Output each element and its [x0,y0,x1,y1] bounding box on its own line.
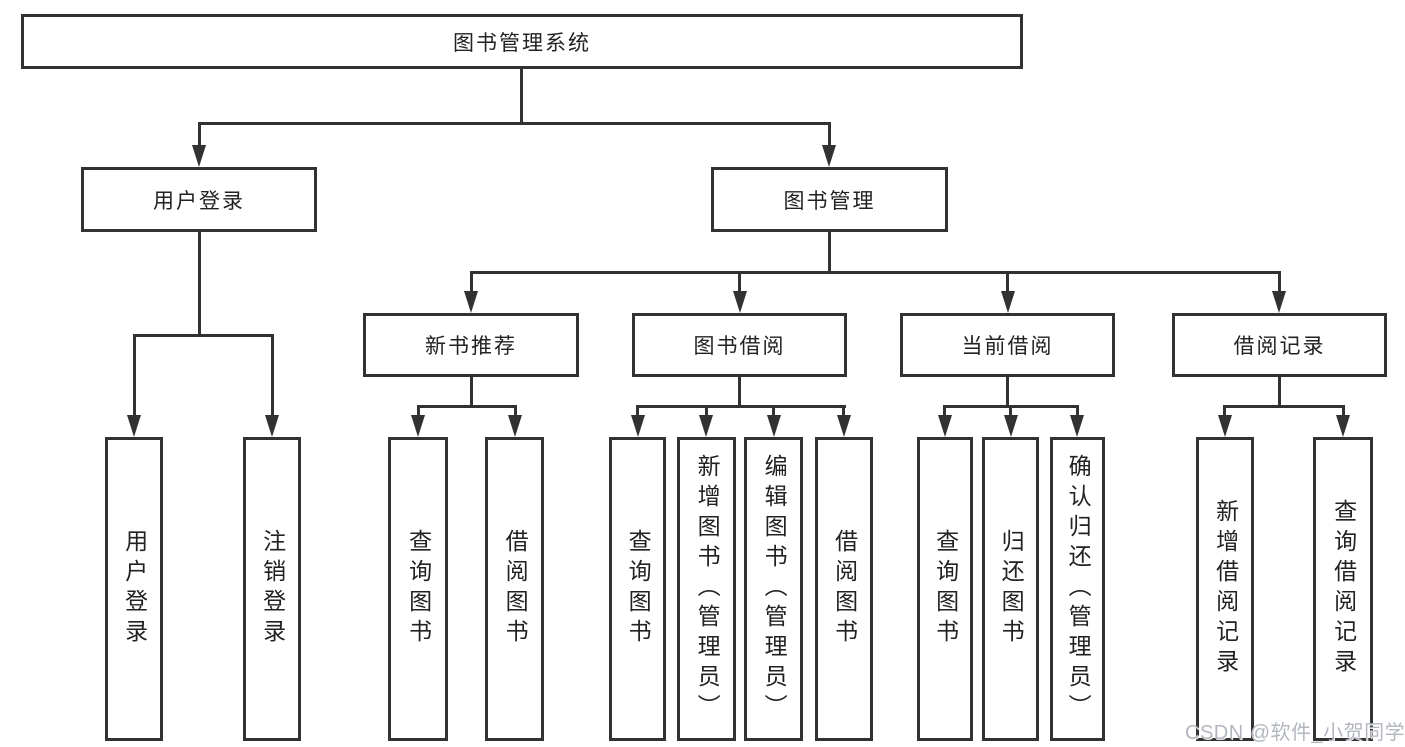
leaf-current-return-books: 归还图书 [982,437,1039,741]
connector-line [198,122,201,146]
connector-line [133,334,274,337]
arrow-down-icon [822,145,836,167]
leaf-user-login: 用户登录 [105,437,163,741]
leaf-borrow-edit-books-admin: 编辑图书（管理员） [744,437,803,741]
arrow-down-icon [192,145,206,167]
connector-line [1223,405,1226,416]
connector-line [1342,405,1345,416]
node-current-borrow: 当前借阅 [900,313,1115,377]
connector-line [470,271,473,292]
connector-line [417,405,420,416]
leaf-borrow-borrow-books: 借阅图书 [815,437,873,741]
connector-line [514,405,517,416]
node-new-book-recommend: 新书推荐 [363,313,579,377]
connector-line [1223,405,1345,408]
leaf-records-add-record: 新增借阅记录 [1196,437,1254,741]
leaf-records-query-record: 查询借阅记录 [1313,437,1373,741]
leaf-current-query-books: 查询图书 [917,437,973,741]
arrow-down-icon [464,291,478,313]
connector-line [520,69,523,123]
node-book-management: 图书管理 [711,167,948,232]
node-borrow-records: 借阅记录 [1172,313,1387,377]
connector-line [133,334,136,415]
leaf-newbook-query-books: 查询图书 [388,437,448,741]
node-user-login: 用户登录 [81,167,317,232]
leaf-logout: 注销登录 [243,437,301,741]
arrow-down-icon [1336,415,1350,437]
connector-line [1006,377,1009,408]
connector-line [636,405,846,408]
leaf-current-confirm-return-admin: 确认归还（管理员） [1050,437,1105,741]
arrow-down-icon [508,415,522,437]
connector-line [470,271,1281,274]
connector-line [417,405,517,408]
arrow-down-icon [631,415,645,437]
arrow-down-icon [265,415,279,437]
connector-line [943,405,946,416]
connector-line [738,377,741,408]
connector-line [1006,271,1009,292]
arrow-down-icon [1272,291,1286,313]
connector-line [636,405,639,416]
connector-line [271,334,274,415]
arrow-down-icon [1218,415,1232,437]
leaf-borrow-query-books: 查询图书 [609,437,666,741]
connector-line [828,122,831,146]
arrow-down-icon [938,415,952,437]
connector-line [738,271,741,292]
arrow-down-icon [127,415,141,437]
node-root: 图书管理系统 [21,14,1023,69]
arrow-down-icon [411,415,425,437]
arrow-down-icon [1004,415,1018,437]
arrow-down-icon [837,415,851,437]
arrow-down-icon [1001,291,1015,313]
connector-line [1076,405,1079,416]
connector-line [828,232,831,274]
connector-line [772,405,775,416]
watermark: CSDN @软件_小贺同学 [1185,722,1405,744]
leaf-borrow-add-books-admin: 新增图书（管理员） [677,437,736,741]
arrow-down-icon [699,415,713,437]
arrow-down-icon [767,415,781,437]
arrow-down-icon [1070,415,1084,437]
connector-line [198,232,201,337]
leaf-newbook-borrow-books: 借阅图书 [485,437,544,741]
connector-line [1278,377,1281,408]
connector-line [705,405,708,416]
connector-line [842,405,845,416]
connector-line [198,122,831,125]
connector-line [1278,271,1281,292]
arrow-down-icon [733,291,747,313]
node-book-borrow: 图书借阅 [632,313,847,377]
connector-line [1009,405,1012,416]
connector-line [470,377,473,408]
